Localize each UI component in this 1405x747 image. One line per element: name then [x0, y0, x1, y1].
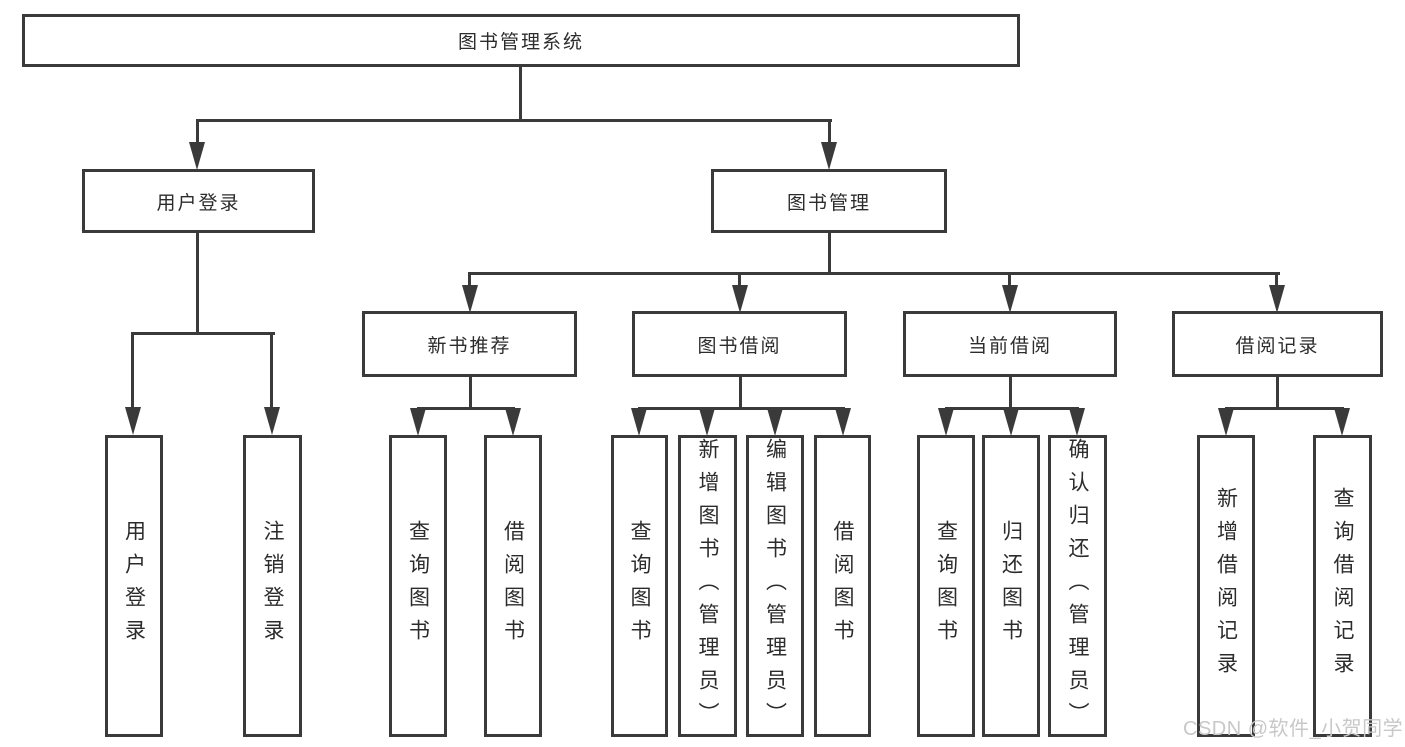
node-label: 归还图书: [999, 520, 1023, 652]
arrow-down-icon: [767, 408, 783, 436]
node-label: 图书管理: [786, 192, 871, 214]
node-new-book-recommend: 新书推荐: [362, 311, 577, 377]
node-book-borrow: 图书借阅: [632, 311, 847, 377]
connector-hline: [196, 119, 832, 122]
node-label: 查询图书: [934, 520, 958, 652]
connector-vline: [828, 119, 831, 147]
node-label: 当前借阅: [967, 335, 1052, 357]
arrow-down-icon: [1069, 408, 1085, 436]
connector-vline: [131, 332, 134, 410]
node-label: 编辑图书（管理员）: [763, 438, 787, 735]
connector-vline: [1009, 375, 1012, 409]
leaf-confirm-return-admin: 确认归还（管理员）: [1048, 435, 1107, 737]
node-label: 确认归还（管理员）: [1066, 438, 1089, 735]
connector-hline: [1225, 407, 1344, 410]
connector-vline: [196, 233, 199, 335]
node-root-system: 图书管理系统: [22, 14, 1020, 67]
leaf-add-books-admin: 新增图书（管理员）: [678, 435, 737, 737]
node-label: 借阅图书: [831, 520, 854, 652]
arrow-down-icon: [462, 285, 478, 313]
node-label: 用户登录: [156, 192, 241, 214]
connector-hline: [131, 332, 275, 335]
arrow-down-icon: [631, 408, 647, 436]
node-borrow-records: 借阅记录: [1172, 311, 1383, 377]
arrow-down-icon: [835, 408, 851, 436]
connector-hline: [468, 272, 1280, 275]
node-label: 图书借阅: [697, 335, 782, 357]
leaf-edit-books-admin: 编辑图书（管理员）: [746, 435, 804, 737]
leaf-return-books: 归还图书: [982, 435, 1040, 737]
leaf-user-login: 用户登录: [105, 435, 163, 737]
connector-vline: [1008, 272, 1011, 288]
leaf-borrow-books: 借阅图书: [814, 435, 871, 737]
node-label: 查询借阅记录: [1331, 487, 1354, 685]
arrow-down-icon: [125, 407, 141, 435]
connector-vline: [1276, 375, 1279, 409]
node-label: 借阅图书: [501, 520, 525, 652]
node-label: 新增图书（管理员）: [696, 438, 719, 735]
connector-vline: [519, 64, 522, 121]
arrow-down-icon: [699, 408, 715, 436]
arrow-down-icon: [410, 408, 426, 436]
connector-vline: [196, 119, 199, 147]
connector-vline: [738, 272, 741, 288]
node-label: 注销登录: [261, 520, 284, 652]
connector-vline: [270, 332, 273, 410]
leaf-query-books-current: 查询图书: [917, 435, 975, 737]
connector-hline: [417, 407, 515, 410]
leaf-borrow-books-recommend: 借阅图书: [484, 435, 542, 737]
arrow-down-icon: [938, 408, 954, 436]
node-label: 用户登录: [122, 520, 146, 652]
node-label: 图书管理系统: [457, 32, 584, 53]
node-user-login: 用户登录: [82, 169, 315, 233]
arrow-down-icon: [1218, 408, 1234, 436]
connector-vline: [469, 375, 472, 409]
node-book-management: 图书管理: [711, 169, 947, 233]
leaf-query-books-borrow: 查询图书: [611, 435, 668, 737]
connector-vline: [828, 233, 831, 275]
csdn-watermark: CSDN @软件_小贺同学: [1183, 718, 1404, 740]
arrow-down-icon: [821, 142, 837, 170]
leaf-query-borrow-record: 查询借阅记录: [1313, 435, 1372, 737]
arrow-down-icon: [1334, 408, 1350, 436]
node-label: 查询图书: [406, 520, 430, 652]
arrow-down-icon: [732, 285, 748, 313]
arrow-down-icon: [189, 142, 205, 170]
node-label: 查询图书: [628, 520, 651, 652]
leaf-logout: 注销登录: [243, 435, 302, 737]
leaf-query-books-recommend: 查询图书: [389, 435, 447, 737]
arrow-down-icon: [505, 408, 521, 436]
arrow-down-icon: [1002, 285, 1018, 313]
connector-vline: [468, 272, 471, 288]
connector-vline: [739, 375, 742, 409]
node-label: 新增借阅记录: [1214, 487, 1238, 685]
leaf-add-borrow-record: 新增借阅记录: [1197, 435, 1255, 737]
arrow-down-icon: [1003, 408, 1019, 436]
node-current-borrow: 当前借阅: [903, 311, 1117, 377]
arrow-down-icon: [1269, 285, 1285, 313]
connector-vline: [1275, 272, 1278, 288]
node-label: 新书推荐: [427, 335, 512, 357]
connector-hline: [638, 407, 845, 410]
node-label: 借阅记录: [1235, 335, 1320, 357]
arrow-down-icon: [264, 407, 280, 435]
